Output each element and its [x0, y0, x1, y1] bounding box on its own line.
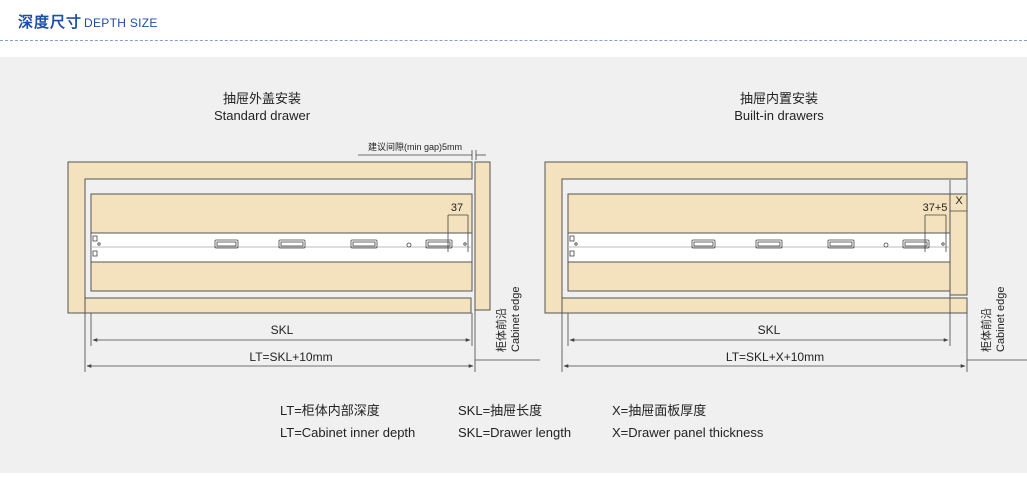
- legend-lt-en: LT=Cabinet inner depth: [280, 425, 416, 440]
- left-gap-label: 建议间隙(min gap)5mm: [368, 141, 462, 152]
- right-drawer-bottom: [567, 261, 951, 292]
- standard-drawer-diagram: 抽屉外盖安装 Standard drawer: [67, 91, 540, 372]
- section-title-en: DEPTH SIZE: [84, 16, 158, 30]
- legend-x-cn: X=抽屉面板厚度: [612, 403, 707, 418]
- right-edge-cn: 柜体前沿: [979, 308, 993, 352]
- right-title-en: Built-in drawers: [734, 108, 824, 123]
- section-header: 深度尺寸 DEPTH SIZE: [18, 11, 158, 35]
- diagram-panel: 抽屉外盖安装 Standard drawer: [0, 57, 1027, 473]
- right-cabinet-frame: [544, 161, 968, 314]
- left-edge-en: Cabinet edge: [510, 287, 522, 352]
- right-edge-en: Cabinet edge: [995, 287, 1007, 352]
- right-lt-label: LT=SKL+X+10mm: [726, 350, 824, 364]
- legend-x-en: X=Drawer panel thickness: [612, 425, 764, 440]
- left-lt-label: LT=SKL+10mm: [249, 350, 332, 364]
- right-x-label: X: [955, 195, 963, 207]
- left-cabinet-bottom: [84, 297, 472, 314]
- right-title-cn: 抽屉内置安装: [740, 91, 818, 106]
- legend-skl: SKL=抽屉长度 SKL=Drawer length: [458, 400, 571, 444]
- section-title-cn: 深度尺寸: [18, 14, 83, 31]
- legend-skl-en: SKL=Drawer length: [458, 425, 572, 440]
- left-edge-cn: 柜体前沿: [494, 308, 508, 352]
- right-drawer-top: [567, 193, 951, 234]
- left-dim-37: 37: [451, 202, 463, 214]
- left-cabinet-frame: [67, 161, 473, 314]
- right-cabinet-bottom: [561, 297, 968, 314]
- left-rail-holes: [92, 235, 467, 257]
- legend-skl-cn: SKL=抽屉长度: [458, 403, 543, 418]
- left-title-en: Standard drawer: [214, 108, 311, 123]
- built-in-drawer-diagram: 抽屉内置安装 Built-in drawers: [544, 91, 1027, 372]
- left-drawer-top: [90, 193, 473, 234]
- legend-x: X=抽屉面板厚度 X=Drawer panel thickness: [612, 400, 763, 444]
- left-drawer-bottom: [90, 261, 473, 292]
- right-dim-37-5: 37+5: [923, 202, 948, 214]
- legend-lt: LT=柜体内部深度 LT=Cabinet inner depth: [280, 400, 415, 444]
- depth-diagram: 抽屉外盖安装 Standard drawer: [67, 91, 1027, 372]
- legend-lt-cn: LT=柜体内部深度: [280, 403, 380, 418]
- left-front-panel: [474, 161, 491, 311]
- right-rail-holes: [569, 235, 945, 257]
- left-skl-label: SKL: [271, 323, 294, 337]
- right-skl-label: SKL: [758, 323, 781, 337]
- dashed-divider: [0, 40, 1027, 41]
- left-title-cn: 抽屉外盖安装: [223, 91, 301, 106]
- right-front-panel: [949, 193, 968, 296]
